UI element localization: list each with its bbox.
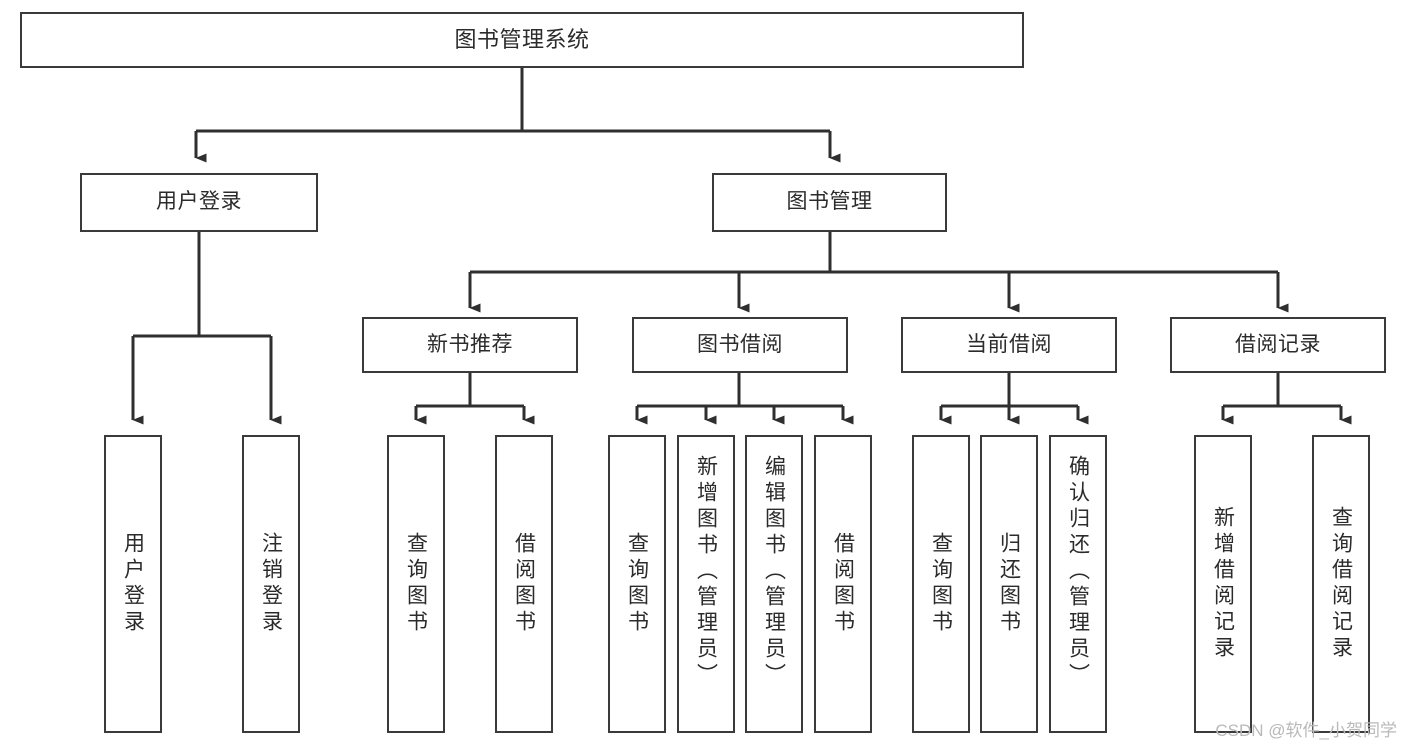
node-leaf-logout-label: 注销登录 <box>259 532 283 636</box>
node-user-login-label: 用户登录 <box>156 190 242 214</box>
node-leaf-add-borrow-record-label: 新增借阅记录 <box>1211 506 1235 662</box>
csdn-watermark: CSDN @软件_小贺同学 <box>1215 721 1397 740</box>
node-leaf-borrow-book-recommend-label: 借阅图书 <box>512 532 536 636</box>
node-leaf-logout[interactable]: 注销登录 <box>242 435 300 733</box>
node-leaf-confirm-return-label: 确认归还（管理员） <box>1066 455 1090 689</box>
node-leaf-edit-book-label: 编辑图书（管理员） <box>762 455 786 689</box>
node-leaf-confirm-return[interactable]: 确认归还（管理员） <box>1049 435 1107 733</box>
node-leaf-query-borrow-record-label: 查询借阅记录 <box>1329 506 1353 662</box>
node-leaf-borrow-book[interactable]: 借阅图书 <box>814 435 872 733</box>
node-book-management[interactable]: 图书管理 <box>712 173 947 232</box>
node-new-book-recommend-label: 新书推荐 <box>427 332 513 356</box>
node-new-book-recommend[interactable]: 新书推荐 <box>362 317 578 373</box>
node-leaf-user-login-label: 用户登录 <box>121 532 145 636</box>
node-user-login[interactable]: 用户登录 <box>80 173 318 232</box>
node-current-borrow[interactable]: 当前借阅 <box>901 317 1117 373</box>
node-leaf-return-book[interactable]: 归还图书 <box>980 435 1038 733</box>
node-current-borrow-label: 当前借阅 <box>966 332 1052 356</box>
node-root-label: 图书管理系统 <box>454 27 590 53</box>
node-borrow-record[interactable]: 借阅记录 <box>1170 317 1386 373</box>
node-leaf-borrow-book-recommend[interactable]: 借阅图书 <box>495 435 553 733</box>
node-book-management-label: 图书管理 <box>786 190 873 214</box>
node-borrow-record-label: 借阅记录 <box>1235 332 1321 356</box>
node-book-borrow[interactable]: 图书借阅 <box>632 317 848 373</box>
node-leaf-borrow-book-label: 借阅图书 <box>831 532 855 636</box>
node-leaf-add-book-label: 新增图书（管理员） <box>694 455 718 689</box>
node-leaf-return-book-label: 归还图书 <box>997 532 1021 636</box>
node-leaf-user-login[interactable]: 用户登录 <box>104 435 162 733</box>
node-leaf-add-book[interactable]: 新增图书（管理员） <box>677 435 735 733</box>
node-leaf-query-book-recommend[interactable]: 查询图书 <box>387 435 445 733</box>
node-leaf-query-book-borrow[interactable]: 查询图书 <box>608 435 666 733</box>
node-leaf-query-book-borrow-label: 查询图书 <box>625 532 649 636</box>
node-book-borrow-label: 图书借阅 <box>697 332 783 356</box>
node-leaf-add-borrow-record[interactable]: 新增借阅记录 <box>1194 435 1252 733</box>
node-leaf-query-book-current[interactable]: 查询图书 <box>912 435 970 733</box>
node-leaf-edit-book[interactable]: 编辑图书（管理员） <box>745 435 803 733</box>
node-leaf-query-book-current-label: 查询图书 <box>929 532 953 636</box>
node-root-book-management-system[interactable]: 图书管理系统 <box>20 12 1024 68</box>
node-leaf-query-borrow-record[interactable]: 查询借阅记录 <box>1312 435 1370 733</box>
node-leaf-query-book-recommend-label: 查询图书 <box>404 532 428 636</box>
